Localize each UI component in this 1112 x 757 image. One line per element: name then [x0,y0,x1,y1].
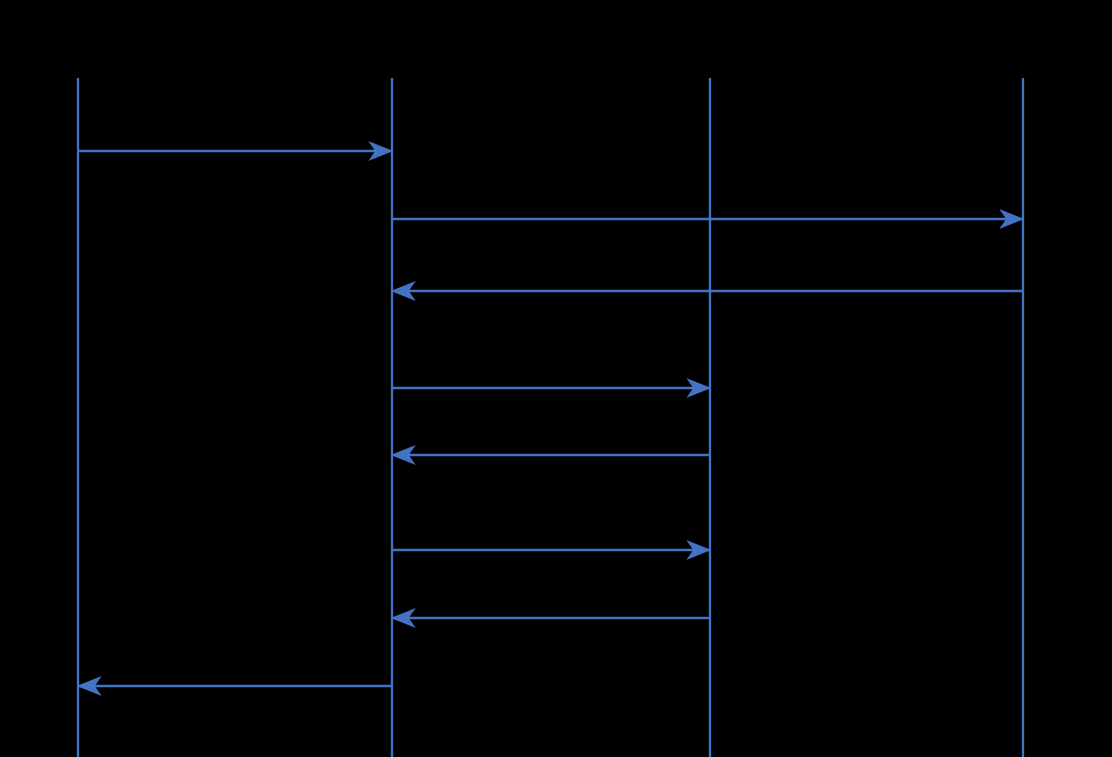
sequence-diagram [76,78,1025,757]
diagram-canvas [76,78,1025,757]
page-background: { "background_color": "#000000", "diagra… [76,78,1025,757]
